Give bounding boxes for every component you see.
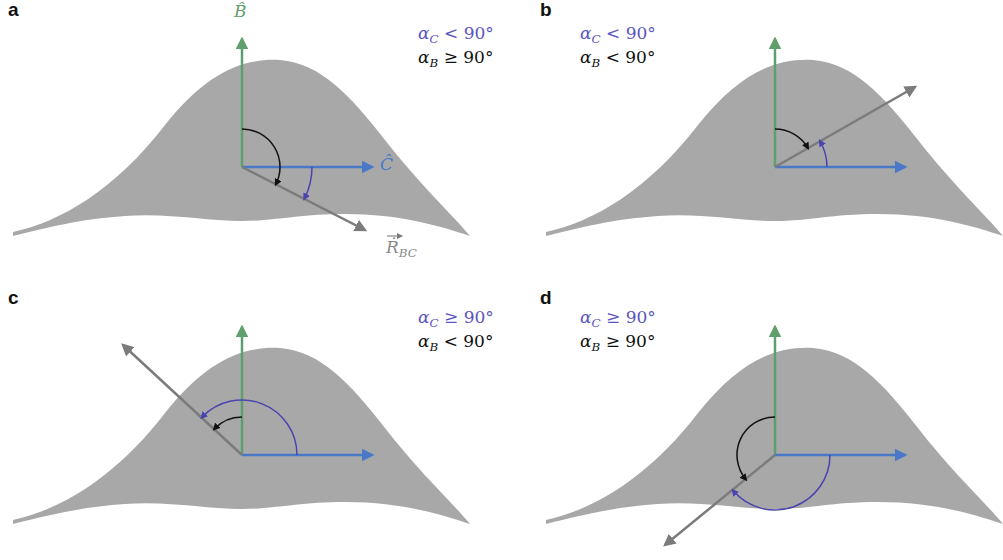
angle-condition: αB ≥ 90° [580, 332, 655, 354]
r-vector-arrow [242, 167, 365, 230]
b-axis-arrow [774, 327, 777, 455]
alpha-c-arc [733, 455, 830, 510]
alpha-b-arc [242, 129, 280, 184]
vector-accent [387, 235, 402, 236]
angle-condition: αB < 90° [580, 48, 655, 70]
c-axis-arrow [242, 166, 372, 169]
c-axis-arrow [775, 166, 905, 169]
b-axis-arrow [241, 327, 244, 455]
axis-name: Ĉ [380, 155, 393, 174]
angle-condition: αB < 90° [418, 332, 493, 354]
alpha-c-arc [304, 167, 312, 199]
alpha-b-arc [737, 417, 775, 479]
c-axis-arrow [242, 454, 372, 457]
angle-condition: αB ≥ 90° [418, 48, 493, 70]
panel-figure [13, 39, 470, 236]
panel-letter: a [8, 0, 19, 21]
vector-name: ṘBC [386, 238, 417, 260]
panel-letter: d [540, 288, 552, 309]
r-vector-arrow [775, 87, 915, 167]
alpha-b-arc [214, 417, 242, 429]
axis-name: B̂ [234, 2, 247, 21]
angle-condition: αC ≥ 90° [418, 308, 494, 330]
angle-condition: αC < 90° [580, 24, 656, 46]
panel-letter: b [540, 0, 552, 21]
c-axis-arrow [775, 454, 905, 457]
r-vector-arrow [123, 345, 242, 455]
angle-condition: αC < 90° [418, 24, 494, 46]
alpha-b-arc [775, 129, 808, 148]
panel-figure [13, 327, 470, 524]
angle-condition: αC ≥ 90° [580, 308, 656, 330]
panel-figure [546, 327, 1003, 545]
panel-figure [546, 39, 1003, 236]
b-axis-arrow [241, 39, 244, 167]
alpha-c-arc [820, 141, 827, 167]
r-vector-arrow [665, 455, 775, 545]
alpha-c-arc [202, 400, 297, 455]
b-axis-arrow [774, 39, 777, 167]
panel-letter: c [8, 288, 19, 309]
